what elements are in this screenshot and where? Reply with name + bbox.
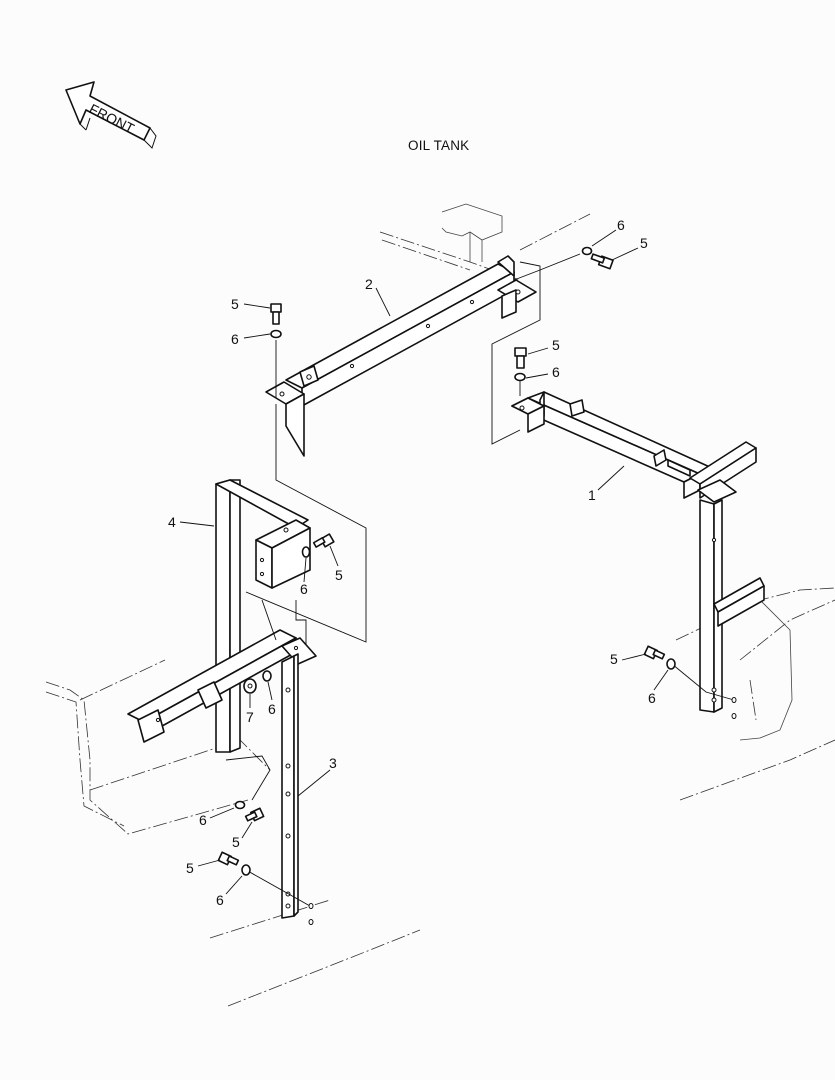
callouts: 6 5 2 5 6 5 6 1 4 5 6 7 6 3 6 5 5 6 5 6 [168,217,656,908]
callout-5: 5 [335,567,343,583]
callout-6: 6 [617,217,625,233]
washer-icon [234,800,246,810]
assembly-guides [225,253,735,907]
callout-3: 3 [329,755,337,771]
callout-5: 5 [186,860,194,876]
washer-icon [581,246,593,256]
callout-4: 4 [168,514,176,530]
bolt-icon [590,253,614,270]
front-arrow-icon: FRONT [65,81,157,149]
bolt-icon [270,303,282,325]
washer-icon [514,372,526,382]
callout-5: 5 [610,651,618,667]
callout-2: 2 [365,276,373,292]
part-2-upper-beam [265,255,537,457]
front-label: FRONT [87,100,138,136]
diagram-title: OIL TANK [408,138,469,153]
nut-icon [243,678,257,694]
washer-icon [241,864,251,876]
hardware [217,246,676,876]
callout-6: 6 [216,892,224,908]
callout-5: 5 [640,235,648,251]
callout-6: 6 [648,690,656,706]
bolt-icon [312,533,335,548]
hole-markers [308,697,737,925]
bolt-icon [217,851,240,866]
callout-6: 6 [199,812,207,828]
bolt-icon [244,807,265,822]
callout-1: 1 [588,487,596,503]
part-1-right-frame [511,391,765,713]
bolt-icon [643,645,666,660]
washer-icon [666,658,676,670]
callout-6: 6 [300,581,308,597]
washer-icon [301,546,311,558]
callout-6: 6 [268,701,276,717]
callout-7: 7 [246,709,254,725]
callout-6: 6 [231,331,239,347]
callout-5: 5 [232,834,240,850]
callout-leaders [179,229,669,895]
callout-5: 5 [552,337,560,353]
washer-icon [270,329,282,339]
bolt-icon [514,347,527,369]
callout-5: 5 [231,296,239,312]
washer-icon [262,670,272,682]
callout-6: 6 [552,364,560,380]
part-3-lower-bracket [127,629,317,919]
